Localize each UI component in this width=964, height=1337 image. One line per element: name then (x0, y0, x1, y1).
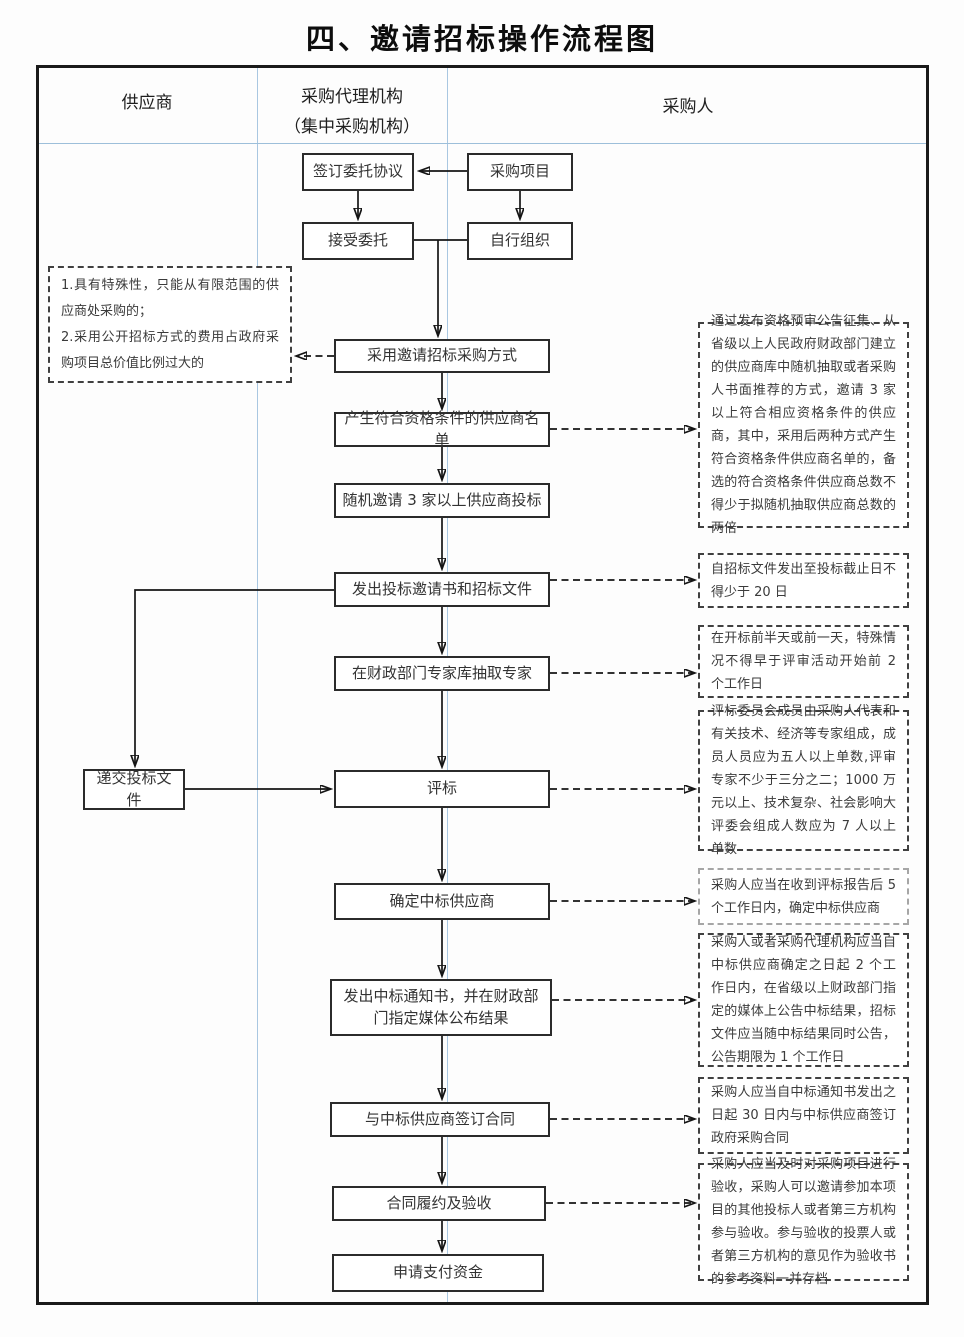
node-accept-entrustment: 接受委托 (302, 222, 414, 260)
page-title: 四、邀请招标操作流程图 (305, 22, 658, 56)
node-random-invite: 随机邀请 3 家以上供应商投标 (334, 483, 550, 518)
header-divider (39, 143, 926, 144)
note-acceptance-rules: 采购人应当及时对采购项目进行验收，采购人可以邀请参加本项目的其他投标人或者第三方… (698, 1157, 909, 1287)
note-announcement-rules: 采购人或者采购代理机构应当自中标供应商确定之日起 2 个工作日内，在省级以上财政… (698, 933, 909, 1067)
node-supplier-list: 产生符合资格条件的供应商名单 (334, 409, 550, 449)
node-procurement-project: 采购项目 (467, 153, 573, 191)
node-draw-experts: 在财政部门专家库抽取专家 (334, 656, 550, 691)
node-issue-notice: 发出中标通知书，并在财政部门指定媒体公布结果 (330, 979, 552, 1036)
note-expert-timing: 在开标前半天或前一天，特殊情况不得早于评审活动开始前 2 个工作日 (698, 625, 909, 698)
node-determine-winner: 确定中标供应商 (334, 883, 550, 920)
node-evaluation: 评标 (334, 770, 550, 808)
node-sign-contract: 与中标供应商签订合同 (330, 1102, 550, 1137)
node-adopt-method: 采用邀请招标采购方式 (334, 339, 550, 373)
note-invitation-conditions: 1.具有特殊性，只能从有限范围的供应商处采购的； 2.采用公开招标方式的费用占政… (48, 266, 292, 383)
column-divider-1 (257, 68, 258, 1302)
note-qualification-methods: 通过发布资格预审公告征集、从省级以上人民政府财政部门建立的供应商库中随机抽取或者… (698, 314, 909, 536)
column-header-purchaser: 采购人 (662, 97, 714, 117)
column-header-agency-line1: 采购代理机构 (301, 87, 403, 107)
chart-frame (36, 65, 929, 1305)
column-header-agency: 采购代理机构 （集中采购机构） (257, 82, 447, 142)
note-winner-5-days: 采购人应当在收到评标报告后 5 个工作日内，确定中标供应商 (698, 868, 909, 925)
note-evaluation-committee: 评标委员会成员由采购人代表和有关技术、经济等专家组成，成员人员应为五人以上单数,… (698, 704, 909, 857)
node-issue-invitation: 发出投标邀请书和招标文件 (334, 572, 550, 607)
node-sign-agreement: 签订委托协议 (302, 153, 414, 191)
node-performance: 合同履约及验收 (332, 1186, 546, 1221)
column-header-agency-line2: （集中采购机构） (284, 117, 420, 137)
column-header-supplier: 供应商 (121, 93, 173, 113)
note-condition-2: 2.采用公开招标方式的费用占政府采购项目总价值比例过大的 (61, 329, 279, 371)
note-contract-30-days: 采购人应当自中标通知书发出之日起 30 日内与中标供应商签订政府采购合同 (698, 1077, 909, 1154)
note-20-day-deadline: 自招标文件发出至投标截止日不得少于 20 日 (698, 553, 909, 608)
node-submit-bid: 递交投标文件 (83, 769, 185, 810)
node-self-organize: 自行组织 (467, 222, 573, 260)
node-apply-payment: 申请支付资金 (332, 1254, 544, 1292)
note-condition-1: 1.具有特殊性，只能从有限范围的供应商处采购的； (61, 277, 279, 319)
